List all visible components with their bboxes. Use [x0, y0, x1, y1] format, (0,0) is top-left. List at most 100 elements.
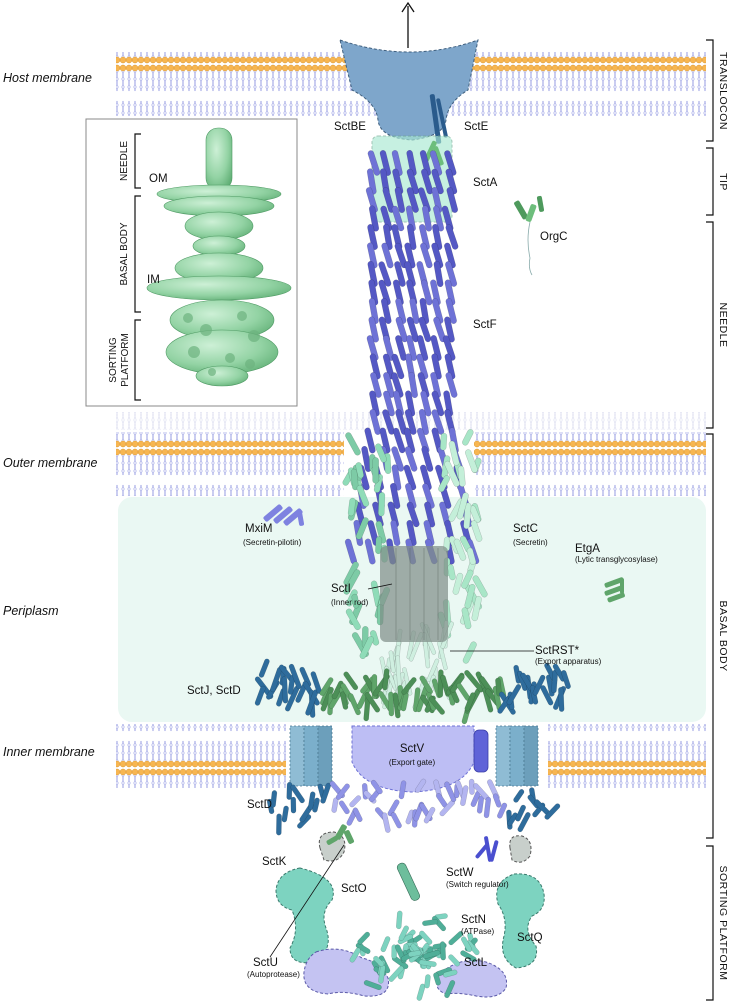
atpase-helix	[373, 955, 385, 967]
cyto-ring-helix	[290, 784, 305, 804]
leader-lines	[269, 583, 534, 958]
ring-helix	[319, 677, 334, 696]
needle-helix	[444, 150, 457, 176]
needle-helix	[433, 316, 447, 343]
ring-helix	[401, 677, 417, 695]
secretin-helix	[350, 468, 359, 491]
cyto-ring-helix	[390, 812, 402, 829]
atpase-helix	[448, 931, 464, 946]
needle-helix	[406, 519, 417, 547]
sctw-protein	[475, 836, 499, 862]
cyto-ring-helix	[370, 779, 383, 795]
label-mxim: MxiM	[245, 523, 272, 535]
needle-helix	[405, 390, 416, 417]
label-sctv: SctV	[400, 743, 425, 755]
cyto-ring-helix	[483, 796, 492, 819]
needle-helix	[382, 335, 395, 361]
secretin-helix	[378, 492, 386, 517]
needle-helix	[368, 297, 379, 325]
cyto-ring-helix	[352, 807, 363, 823]
atpase-helix	[444, 980, 456, 999]
orgc-protein	[514, 195, 545, 276]
needle-helix	[390, 482, 401, 510]
ring-helix	[540, 685, 554, 706]
needle-helix	[391, 353, 405, 380]
sctk-blob-right	[509, 835, 532, 863]
atpase-helix	[461, 936, 473, 953]
cyto-ring-helix	[492, 793, 502, 808]
cyto-ring-helix	[335, 783, 350, 800]
needle-helix	[444, 242, 456, 269]
needle-helix	[431, 242, 444, 269]
needle-helix	[431, 298, 444, 324]
needle-helix	[420, 242, 433, 269]
needle-helix	[421, 446, 434, 472]
atpase-helix	[448, 954, 461, 967]
secretin-helix	[456, 492, 469, 520]
secretin-helix	[457, 465, 466, 487]
secretin-helix	[463, 502, 472, 530]
needle-helix	[391, 150, 403, 176]
secretin-helix	[345, 608, 361, 631]
needle-helix	[391, 464, 402, 491]
needle-helix	[366, 242, 378, 269]
cyto-ring-helix	[507, 812, 518, 827]
needle-helix	[418, 408, 429, 436]
ring-helix	[339, 691, 349, 710]
needle-helix	[420, 279, 433, 306]
needle-helix	[403, 427, 416, 454]
label-sctk: SctK	[262, 856, 287, 868]
label-sctc: SctC	[513, 523, 538, 535]
ring-helix	[364, 692, 381, 713]
sctd-cytoplasmic-ring	[266, 778, 561, 836]
needle-helix	[403, 464, 417, 491]
secretin-helix	[466, 547, 477, 565]
label-mxim-sub: (Secretin-pilotin)	[243, 538, 302, 547]
up-arrow-head	[401, 1, 415, 13]
needle-helix	[369, 390, 380, 417]
needle-helix	[433, 205, 445, 232]
ring-helix	[506, 684, 522, 706]
needle-helix	[395, 298, 407, 324]
cyto-ring-helix	[320, 782, 332, 804]
needle-helix	[445, 168, 458, 195]
section-tip: TIP	[717, 173, 729, 191]
needle-helix	[380, 205, 393, 232]
secretin-helix	[469, 505, 481, 524]
secretin-helix	[470, 520, 483, 542]
label-scto: SctO	[341, 883, 367, 895]
cyto-ring-helix	[544, 803, 561, 820]
needle-helix	[367, 150, 381, 176]
periplasm-label: Periplasm	[3, 604, 59, 618]
needle-helix	[429, 150, 443, 176]
secretin-helix	[375, 520, 387, 544]
atpase-helix	[349, 947, 361, 963]
needle-helix	[406, 168, 420, 195]
needle-helix	[406, 501, 420, 528]
needle-helix	[445, 298, 457, 324]
secretin-helix	[375, 443, 387, 463]
label-sctbe: SctBE	[334, 121, 366, 133]
ring-helix	[558, 687, 565, 712]
needle-helix	[378, 279, 391, 306]
needle-helix	[406, 316, 420, 343]
ring-helix	[258, 658, 270, 678]
needle-helix	[364, 427, 376, 454]
needle-helix	[432, 223, 443, 251]
needle-helix	[404, 409, 417, 435]
secretin-helix	[440, 432, 448, 451]
cyto-ring-helix	[281, 805, 289, 823]
sctw-linker	[473, 729, 489, 773]
ring-helix	[400, 692, 409, 712]
atpase-helix	[418, 959, 437, 967]
outer-membrane-right	[474, 432, 706, 496]
atpase-helix	[380, 936, 391, 953]
inset-basal-body-label: BASAL BODY	[119, 222, 130, 285]
label-sctv-sub: (Export gate)	[389, 758, 436, 767]
secretin-helix	[343, 569, 361, 595]
ring-helix	[348, 693, 361, 716]
cyto-ring-helix	[338, 800, 350, 815]
section-brackets	[706, 39, 714, 1001]
cyto-ring-helix	[405, 809, 415, 825]
secretin-helix	[465, 449, 478, 473]
